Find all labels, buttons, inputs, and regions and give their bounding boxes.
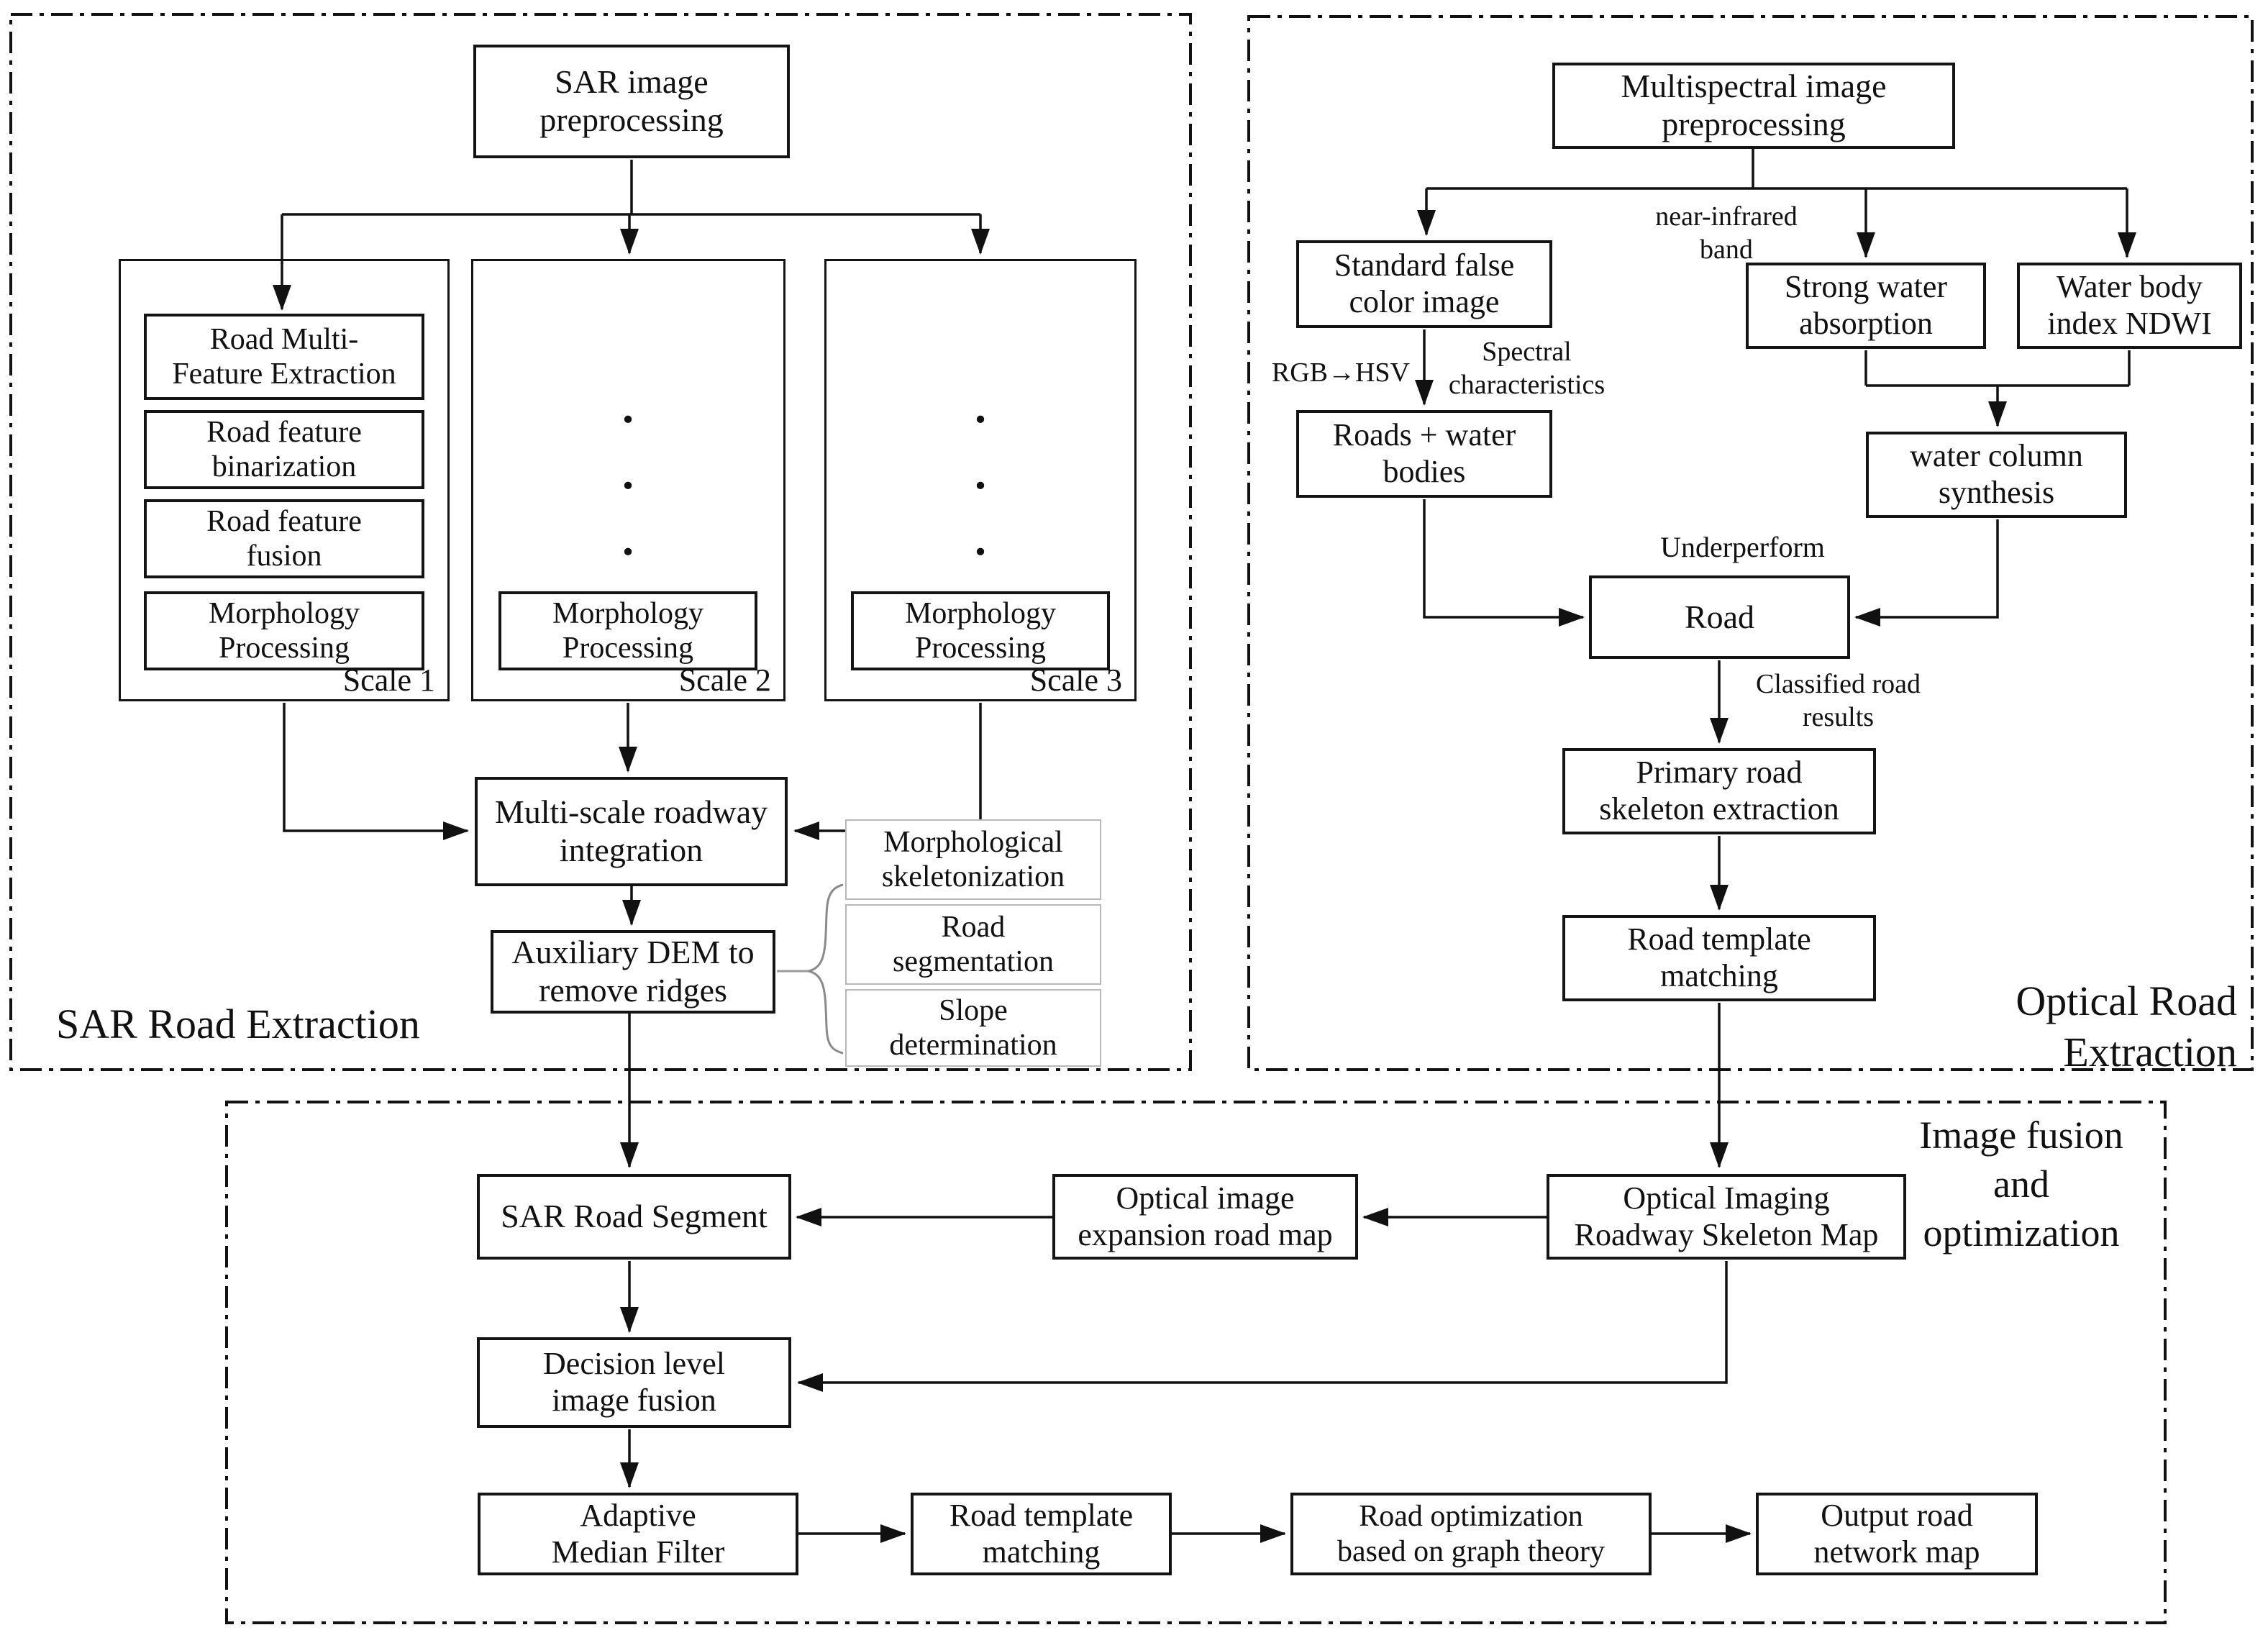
ellipsis-scale2: . . . — [622, 381, 634, 565]
box-multi-scale-roadway-integration: Multi-scale roadway integration — [475, 777, 788, 886]
box-road-multi-feature-extraction: Road Multi- Feature Extraction — [144, 314, 424, 400]
box-road-optimization-graph-theory: Road optimization based on graph theory — [1290, 1493, 1652, 1575]
box-sar-image-preprocessing: SAR image preprocessing — [473, 45, 790, 158]
box-water-body-index-ndwi: Water body index NDWI — [2017, 263, 2242, 349]
spectral-characteristics-label: Spectral characteristics — [1448, 336, 1606, 400]
fusion-section-border — [225, 1101, 2167, 1624]
optical-section-label: Optical Road Extraction — [2016, 978, 2237, 1075]
arrow-scale1-to-multiscale — [283, 703, 469, 840]
scale3-container — [824, 259, 1137, 701]
box-sar-road-segment: SAR Road Segment — [477, 1174, 791, 1260]
box-road: Road — [1589, 575, 1850, 659]
scale1-label: Scale 1 — [342, 663, 435, 698]
brace-icon — [808, 883, 844, 1055]
box-optical-imaging-roadway-skeleton-map: Optical Imaging Roadway Skeleton Map — [1547, 1174, 1906, 1260]
box-multispectral-preprocessing: Multispectral image preprocessing — [1552, 63, 1955, 149]
box-morphological-skeletonization: Morphological skeletonization — [845, 819, 1101, 900]
arrow-scale3-to-multiscale — [793, 703, 982, 840]
rgb-hsv-label: RGB→HSV — [1271, 357, 1410, 388]
scale3-label: Scale 3 — [1029, 663, 1122, 698]
box-standard-false-color: Standard false color image — [1296, 240, 1552, 328]
box-auxiliary-dem: Auxiliary DEM to remove ridges — [491, 930, 775, 1014]
underperform-label: Underperform — [1660, 530, 1825, 563]
scale2-label: Scale 2 — [678, 663, 771, 698]
box-strong-water-absorption: Strong water absorption — [1746, 263, 1986, 349]
box-roads-water-bodies: Roads + water bodies — [1296, 410, 1552, 498]
optical-section-border — [1247, 15, 2254, 1071]
box-output-road-network-map: Output road network map — [1756, 1493, 2038, 1575]
classified-road-results-label: Classified road results — [1755, 668, 1921, 732]
box-optical-image-expansion-road-map: Optical image expansion road map — [1052, 1174, 1358, 1260]
sar-section-label: SAR Road Extraction — [56, 1000, 420, 1047]
arrow-roadswater-to-road — [1423, 499, 1585, 627]
box-adaptive-median-filter: Adaptive Median Filter — [478, 1493, 798, 1575]
scale2-container — [471, 259, 785, 701]
box-primary-road-skeleton-extraction: Primary road skeleton extraction — [1562, 748, 1876, 834]
box-road-template-matching-optical: Road template matching — [1562, 915, 1876, 1001]
box-morphology-processing-scale3: Morphology Processing — [851, 591, 1110, 670]
box-slope-determination: Slope determination — [845, 989, 1101, 1067]
box-decision-level-image-fusion: Decision level image fusion — [477, 1337, 791, 1428]
box-morphology-processing-scale1: Morphology Processing — [144, 591, 424, 670]
fusion-section-label: Image fusion and optimization — [1919, 1113, 2123, 1255]
box-water-column-synthesis: water column synthesis — [1866, 432, 2127, 518]
arrow-skeletonmap-to-decision — [797, 1261, 1728, 1392]
box-road-feature-binarization: Road feature binarization — [144, 410, 424, 489]
box-road-template-matching-fusion: Road template matching — [911, 1493, 1172, 1575]
ellipsis-scale3: . . . — [975, 381, 986, 565]
box-road-segmentation: Road segmentation — [845, 904, 1101, 985]
arrow-watercolumn-to-road — [1854, 519, 1999, 627]
box-road-feature-fusion: Road feature fusion — [144, 499, 424, 578]
near-infrared-band-label: near-infrared band — [1655, 201, 1798, 265]
box-morphology-processing-scale2: Morphology Processing — [498, 591, 757, 670]
sar-section-border — [9, 13, 1192, 1071]
scale1-container — [119, 259, 450, 701]
